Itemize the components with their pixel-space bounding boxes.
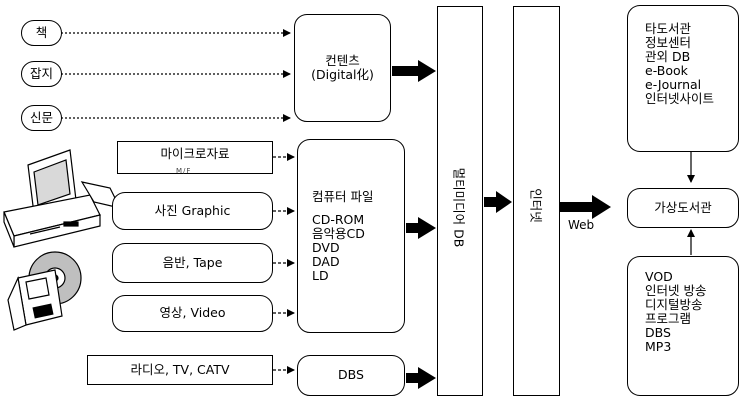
source-record-label: 음반, Tape [162, 254, 223, 270]
external-source-item: 관외 DB [645, 49, 691, 64]
computer-file-item: DAD [312, 254, 340, 269]
source-video-label: 영상, Video [159, 305, 226, 321]
source-newspaper: 신문 [21, 105, 62, 131]
external-source-item: e-Book [645, 63, 688, 78]
service-item: 프로그램 [645, 311, 692, 326]
source-microfilm: 마이크로자료 [117, 141, 273, 174]
content-subtitle: (Digital化) [311, 67, 374, 82]
services-list: VOD 인터넷 방송 디지털방송 프로그램 DBS MP3 [645, 270, 706, 354]
internet-label: 인터넷 [528, 188, 544, 223]
computer-file-item: LD [312, 268, 329, 283]
source-record: 음반, Tape [112, 243, 273, 283]
internet-column [513, 6, 560, 396]
external-source-item: 정보센터 [645, 35, 692, 50]
computer-file-item: CD-ROM [312, 212, 365, 227]
computer-file-list: CD-ROM 음악용CD DVD DAD LD [312, 213, 365, 283]
dbs-box: DBS [297, 355, 405, 396]
content-title: 컨텐츠 [325, 52, 360, 68]
service-item: DBS [645, 325, 671, 340]
source-magazine: 잡지 [21, 61, 62, 87]
dbs-label: DBS [338, 367, 364, 383]
external-sources-box: 타도서관 정보센터 관외 DB e-Book e-Journal 인터넷사이트 [627, 5, 739, 152]
virtual-library-label: 가상도서관 [654, 199, 712, 215]
bold-arrow-file [406, 217, 436, 239]
multimedia-db-column [437, 6, 483, 396]
source-broadcast: 라디오, TV, CATV [87, 355, 273, 385]
services-box: VOD 인터넷 방송 디지털방송 프로그램 DBS MP3 [627, 256, 739, 396]
external-sources-list: 타도서관 정보센터 관외 DB e-Book e-Journal 인터넷사이트 [645, 22, 714, 106]
computer-file-title: 컴퓨터 파일 [312, 189, 374, 204]
computer-file-item: 음악용CD [312, 226, 365, 241]
computer-file-box: 컴퓨터 파일 CD-ROM 음악용CD DVD DAD LD [297, 139, 405, 333]
source-microfilm-label: 마이크로자료 [160, 146, 230, 162]
virtual-library-box: 가상도서관 [627, 188, 739, 228]
source-broadcast-label: 라디오, TV, CATV [130, 361, 230, 377]
service-item: VOD [645, 269, 673, 284]
service-item: 디지털방송 [645, 297, 703, 312]
source-microfilm-sub: M/F [176, 167, 192, 175]
source-magazine-label: 잡지 [29, 65, 53, 81]
source-book-label: 책 [35, 24, 48, 40]
source-newspaper-label: 신문 [29, 109, 53, 125]
external-source-item: 타도서관 [645, 21, 692, 36]
external-source-item: 인터넷사이트 [645, 91, 715, 106]
computer-file-item: DVD [312, 240, 340, 255]
bold-arrow-content [392, 60, 436, 82]
source-photo: 사진 Graphic [112, 192, 273, 230]
service-item: MP3 [645, 339, 672, 354]
computer-illustration [3, 149, 122, 331]
bold-arrow-internet-to-library [560, 195, 611, 219]
source-photo-label: 사진 Graphic [154, 202, 231, 218]
bold-arrow-dbs [406, 367, 436, 389]
external-source-item: e-Journal [645, 77, 702, 92]
bold-arrow-db-to-internet [484, 191, 512, 213]
content-box: 컨텐츠 (Digital化) [294, 14, 391, 122]
source-book: 책 [21, 20, 62, 46]
source-video: 영상, Video [112, 295, 273, 332]
multimedia-db-label: 멀티미디어 DB [451, 167, 467, 248]
service-item: 인터넷 방송 [645, 283, 707, 298]
web-label: Web [568, 218, 595, 232]
